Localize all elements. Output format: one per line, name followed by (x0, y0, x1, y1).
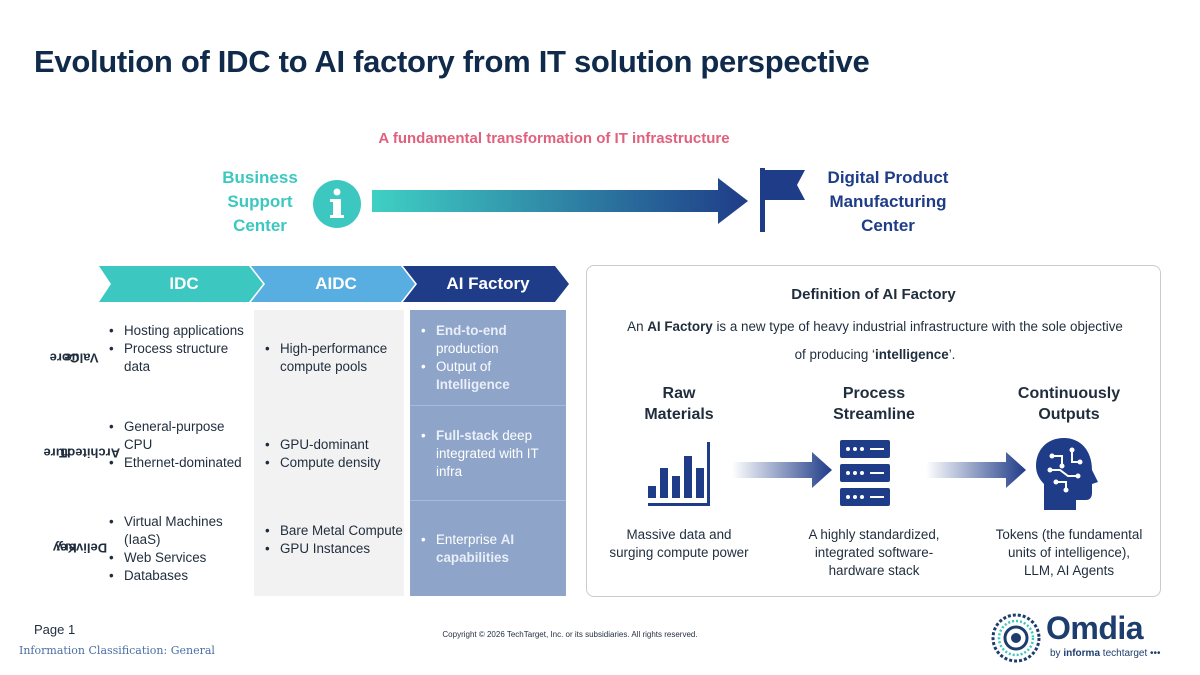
ai-head-icon (1036, 438, 1098, 510)
list-item: Web Services (107, 549, 247, 567)
stage-title-raw-materials: Raw Materials (644, 385, 714, 423)
cell-ai-factory-core-value: End-to-end production Output of Intellig… (419, 322, 559, 394)
page-title: Evolution of IDC to AI factory from IT s… (34, 44, 870, 79)
cell-idc-core-value: Hosting applications Process structure d… (107, 322, 247, 376)
list-item: Compute density (263, 454, 403, 472)
column-header-aidc: AIDC (315, 274, 357, 293)
transformation-arrow (372, 178, 748, 224)
flow-arrow-icon (926, 452, 1026, 488)
list-item: Bare Metal Compute (263, 522, 403, 540)
bar-chart-icon (648, 442, 710, 506)
list-item: Databases (107, 567, 247, 585)
flow-to-label: Digital Product Manufacturing Center (827, 168, 949, 235)
omdia-logo-byline: by informa techtarget ••• (1050, 648, 1161, 659)
list-item: Virtual Machines (IaaS) (107, 513, 247, 549)
column-header-idc: IDC (169, 274, 199, 293)
definition-title: Definition of AI Factory (791, 286, 956, 303)
list-item: Process structure data (107, 340, 247, 376)
cell-ai-factory-key-delivery: Enterprise AI capabilities (419, 531, 559, 567)
row-divider (410, 500, 566, 501)
copyright-notice: Copyright © 2026 TechTarget, Inc. or its… (442, 630, 698, 639)
classification-label: Information Classification: General (19, 644, 215, 657)
omdia-logo-icon (991, 613, 1041, 663)
cell-aidc-it-architecture: GPU-dominant Compute density (263, 436, 403, 472)
list-item: Output of Intelligence (419, 358, 559, 394)
list-item: GPU-dominant (263, 436, 403, 454)
chevron-idc (99, 266, 263, 302)
stage-title-continuously-outputs: Continuously Outputs (1017, 385, 1121, 423)
column-header-ai-factory: AI Factory (446, 274, 530, 293)
flow-arrow-icon (732, 452, 832, 488)
list-item: GPU Instances (263, 540, 403, 558)
cell-aidc-key-delivery: Bare Metal Compute GPU Instances (263, 522, 403, 558)
flag-icon (760, 168, 805, 232)
stage-desc-process-streamline: A highly standardized, integrated softwa… (808, 527, 940, 578)
omdia-logo-wordmark: Omdia (1046, 610, 1144, 646)
flow-from-label: Business Support Center (222, 168, 298, 235)
row-divider (410, 405, 566, 406)
cell-ai-factory-it-architecture: Full-stack deep integrated with IT infra (419, 427, 559, 481)
list-item: General-purpose CPU (107, 418, 247, 454)
list-item: Ethernet-dominated (107, 454, 247, 472)
column-header-chevrons (99, 266, 569, 302)
list-item: End-to-end production (419, 322, 559, 358)
cell-idc-it-architecture: General-purpose CPU Ethernet-dominated (107, 418, 247, 472)
transformation-subtitle: A fundamental transformation of IT infra… (378, 130, 730, 147)
server-icon (840, 440, 890, 506)
definition-text: An AI Factory is a new type of heavy ind… (627, 319, 1123, 362)
page-number: Page 1 (34, 622, 76, 637)
chevron-aidc (251, 266, 415, 302)
list-item: Enterprise AI capabilities (419, 531, 559, 567)
cell-idc-key-delivery: Virtual Machines (IaaS) Web Services Dat… (107, 513, 247, 585)
cell-aidc-core-value: High-performance compute pools (263, 340, 403, 376)
definition-panel (586, 265, 1161, 597)
stage-desc-raw-materials: Massive data and surging compute power (609, 527, 749, 560)
stage-title-process-streamline: Process Streamline (833, 385, 915, 423)
chevron-ai-factory (403, 266, 569, 302)
stage-desc-continuously-outputs: Tokens (the fundamental units of intelli… (995, 527, 1143, 578)
list-item: High-performance compute pools (263, 340, 403, 376)
list-item: Hosting applications (107, 322, 247, 340)
info-icon (313, 180, 361, 228)
list-item: Full-stack deep integrated with IT infra (419, 427, 559, 481)
